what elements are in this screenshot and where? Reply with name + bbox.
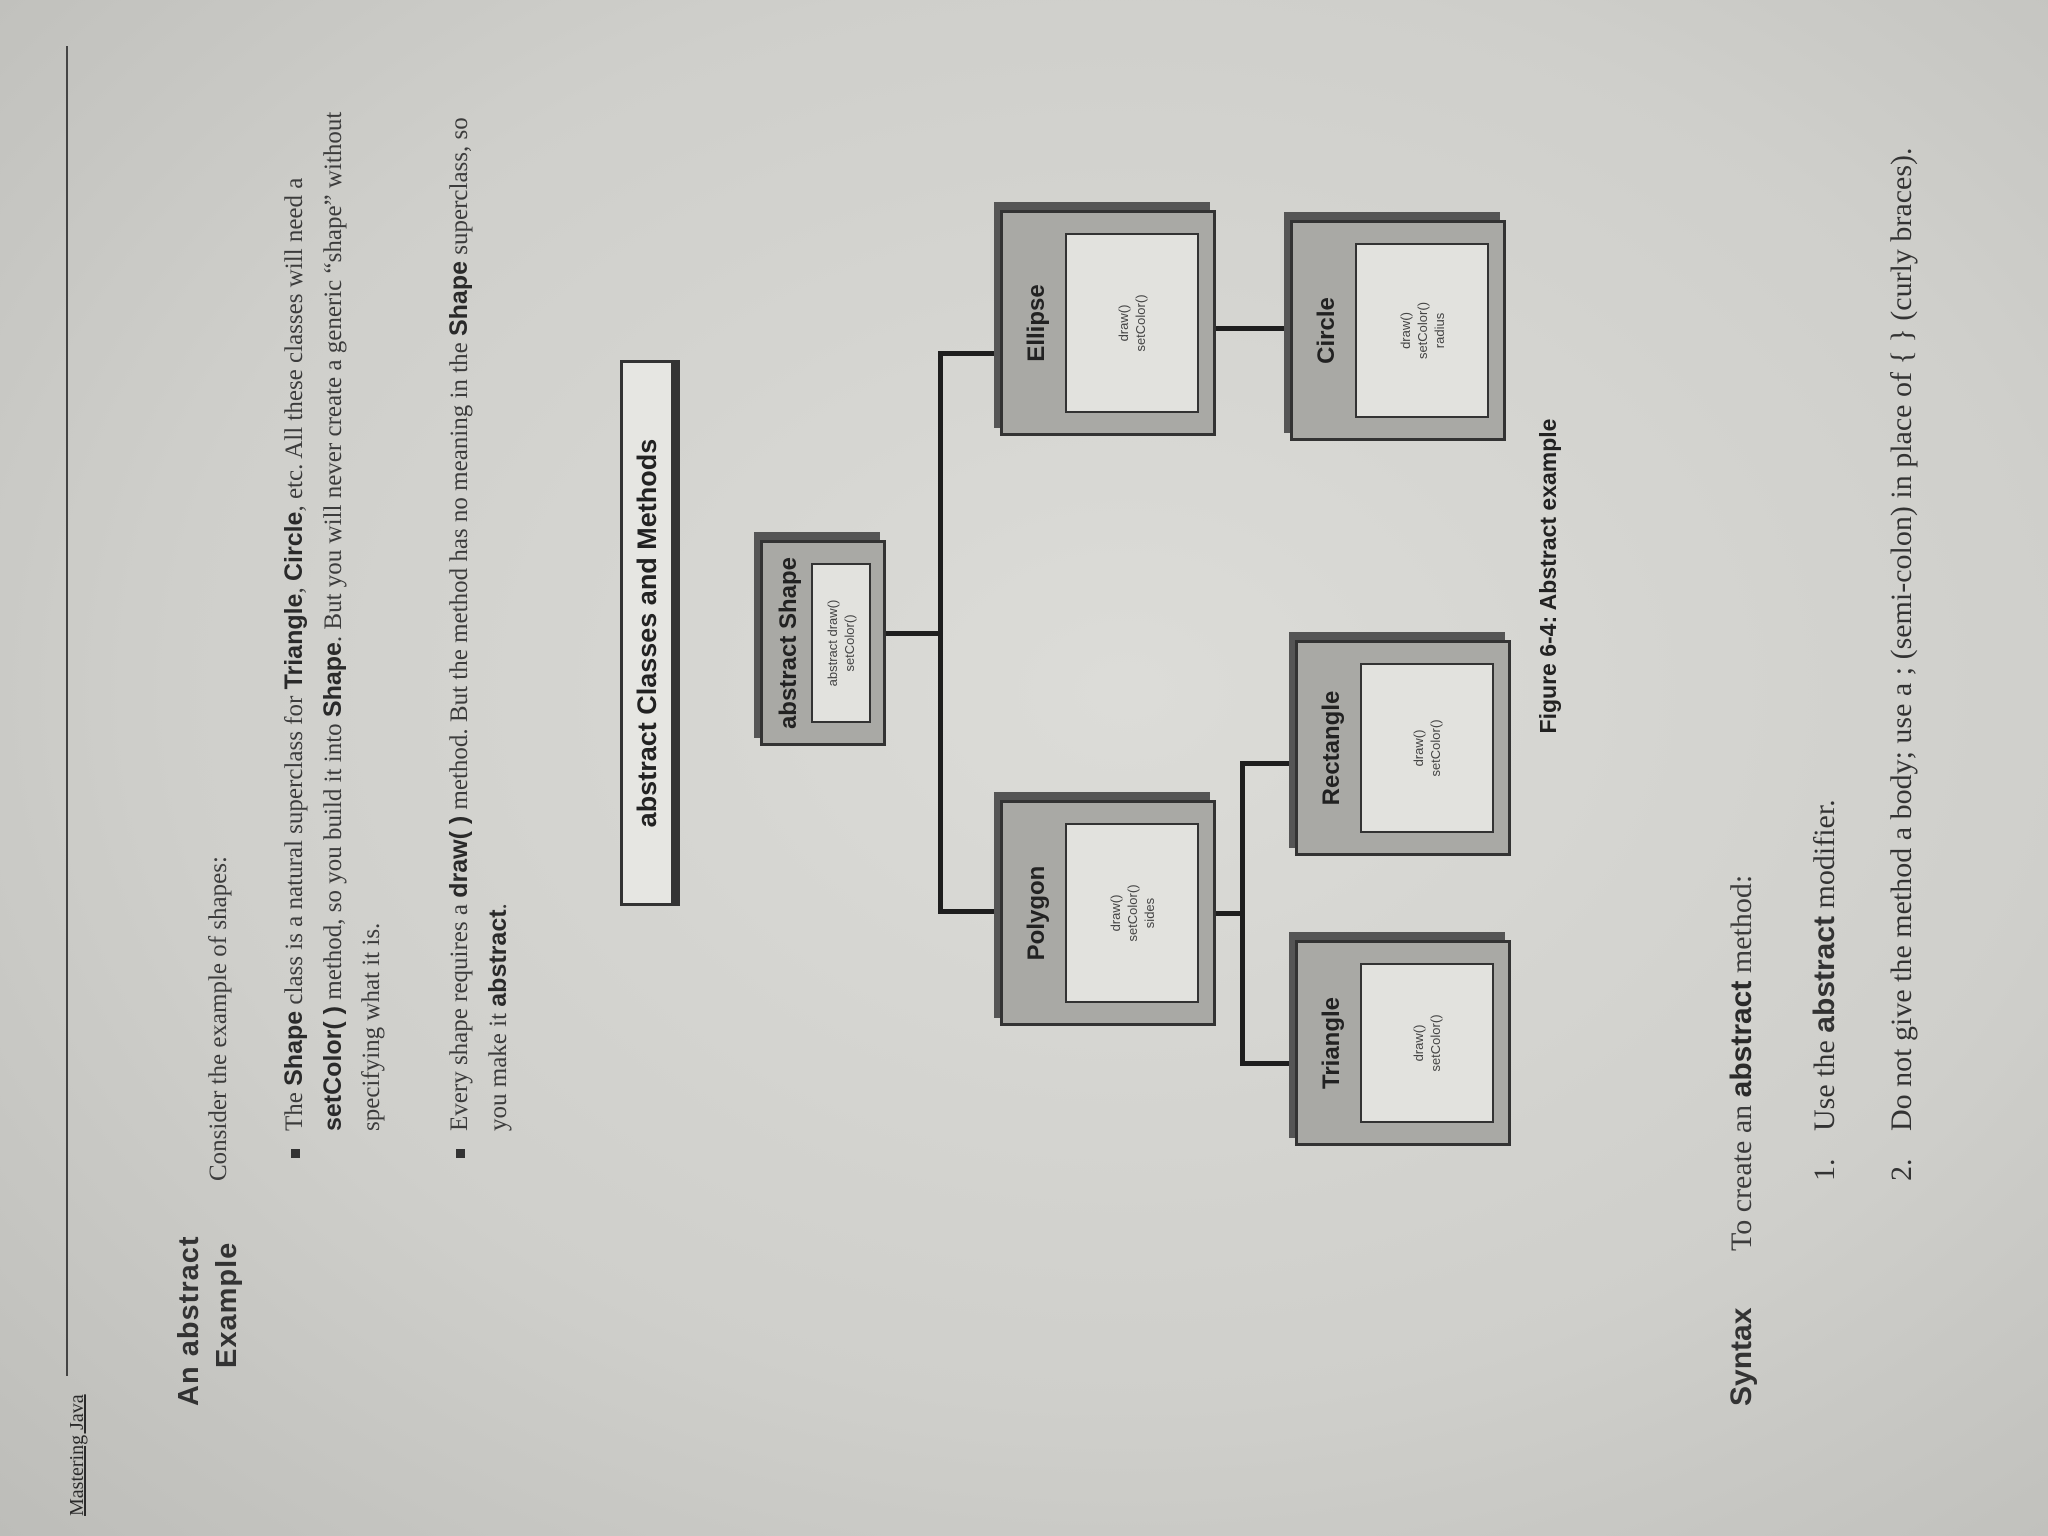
- method-list: draw() setColor() radius: [1355, 243, 1489, 418]
- text: modifier.: [1808, 799, 1841, 916]
- bullet-paragraph-2: Every shape requires a draw( ) method. B…: [440, 81, 518, 1131]
- term-draw: draw( ): [445, 815, 473, 898]
- text: Use the: [1808, 1032, 1841, 1131]
- connector: [938, 351, 998, 356]
- term-setcolor: setColor( ): [319, 1006, 347, 1131]
- class-name: Ellipse: [1023, 284, 1050, 362]
- class-box-shape: abstract Shape abstract draw() setColor(…: [760, 540, 886, 746]
- method-list: draw() setColor(): [1360, 963, 1494, 1123]
- diagram-title: abstract Classes and Methods: [620, 360, 674, 906]
- list-number-2: 2.: [1885, 1158, 1918, 1182]
- class-name: Circle: [1313, 297, 1340, 364]
- connector: [1240, 761, 1245, 1066]
- method-item: setColor(): [1133, 294, 1148, 352]
- class-name: Triangle: [1318, 996, 1345, 1090]
- connector: [880, 631, 940, 636]
- method-item: draw(): [1107, 894, 1123, 932]
- method-list: draw() setColor(): [1360, 663, 1494, 833]
- method-item: abstract draw(): [825, 599, 840, 687]
- class-name: Rectangle: [1318, 690, 1345, 806]
- method-item: setColor(): [1428, 719, 1443, 777]
- section-heading: An abstract Example: [170, 1235, 246, 1406]
- bullet-marker-1: [291, 1149, 300, 1158]
- text: ,: [281, 581, 308, 594]
- method-list: draw() setColor() sides: [1065, 823, 1199, 1003]
- class-box-circle: Circle draw() setColor() radius: [1290, 220, 1506, 441]
- method-list: draw() setColor(): [1065, 233, 1199, 413]
- method-item: draw(): [1411, 729, 1426, 767]
- lead-paragraph: Consider the example of shapes:: [205, 856, 232, 1181]
- method-item: setColor(): [1124, 884, 1140, 942]
- text: Do not give the method a body; use a ; (…: [1885, 147, 1918, 1132]
- method-list: abstract draw() setColor(): [811, 563, 871, 723]
- method-item: draw(): [1397, 312, 1413, 349]
- text: Every shape requires a: [446, 897, 473, 1131]
- connector: [938, 909, 998, 914]
- section-heading-line1: An abstract: [173, 1235, 205, 1406]
- text: method. But the method has no meaning in…: [446, 336, 473, 816]
- connector: [1240, 1061, 1295, 1066]
- text: method:: [1725, 874, 1758, 981]
- method-item: setColor(): [842, 614, 857, 672]
- term-shape: Shape: [319, 642, 347, 718]
- bullet-marker-2: [456, 1149, 465, 1158]
- class-name: Polygon: [1023, 865, 1050, 961]
- method-item: radius: [1431, 312, 1447, 349]
- text: , etc. All these classes will need a: [281, 177, 308, 512]
- connector: [1240, 761, 1295, 766]
- method-item: setColor(): [1428, 1014, 1443, 1072]
- term-shape: Shape: [445, 260, 473, 337]
- syntax-step-2: Do not give the method a body; use a ; (…: [1882, 101, 1922, 1132]
- method-item: draw(): [1411, 1024, 1426, 1062]
- figure-caption: Figure 6-4: Abstract example: [1535, 418, 1561, 734]
- text: The: [281, 1085, 308, 1131]
- list-number-1: 1.: [1808, 1158, 1841, 1182]
- class-box-ellipse: Ellipse draw() setColor(): [1000, 210, 1216, 436]
- connector: [1210, 326, 1290, 331]
- header-rule: [66, 46, 68, 1376]
- term-shape: Shape: [280, 1010, 308, 1086]
- class-box-triangle: Triangle draw() setColor(): [1295, 940, 1511, 1146]
- term-abstract: abstract: [1725, 980, 1758, 1098]
- method-item: sides: [1141, 897, 1157, 929]
- class-box-polygon: Polygon draw() setColor() sides: [1000, 800, 1216, 1026]
- running-header: Mastering Java: [66, 1394, 88, 1516]
- text: To create an: [1725, 1097, 1758, 1251]
- class-name: abstract Shape: [775, 556, 802, 730]
- text: method, so you build it into: [320, 717, 347, 1006]
- method-item: draw(): [1116, 304, 1131, 342]
- method-item: setColor(): [1414, 301, 1430, 360]
- term-triangle: Triangle: [280, 593, 308, 690]
- term-circle: Circle: [280, 511, 308, 582]
- term-abstract: abstract: [484, 909, 512, 1007]
- syntax-intro: To create an abstract method:: [1723, 875, 1761, 1251]
- class-box-rectangle: Rectangle draw() setColor(): [1295, 640, 1511, 856]
- syntax-heading: Syntax: [1725, 1307, 1758, 1406]
- text: class is a natural superclass for: [281, 689, 308, 1011]
- bullet-paragraph-1: The Shape class is a natural superclass …: [275, 81, 391, 1131]
- connector: [938, 354, 943, 914]
- section-heading-line2: Example: [211, 1241, 243, 1368]
- syntax-step-1: Use the abstract modifier.: [1805, 131, 1845, 1131]
- text: .: [485, 903, 512, 910]
- term-abstract: abstract: [1808, 915, 1841, 1033]
